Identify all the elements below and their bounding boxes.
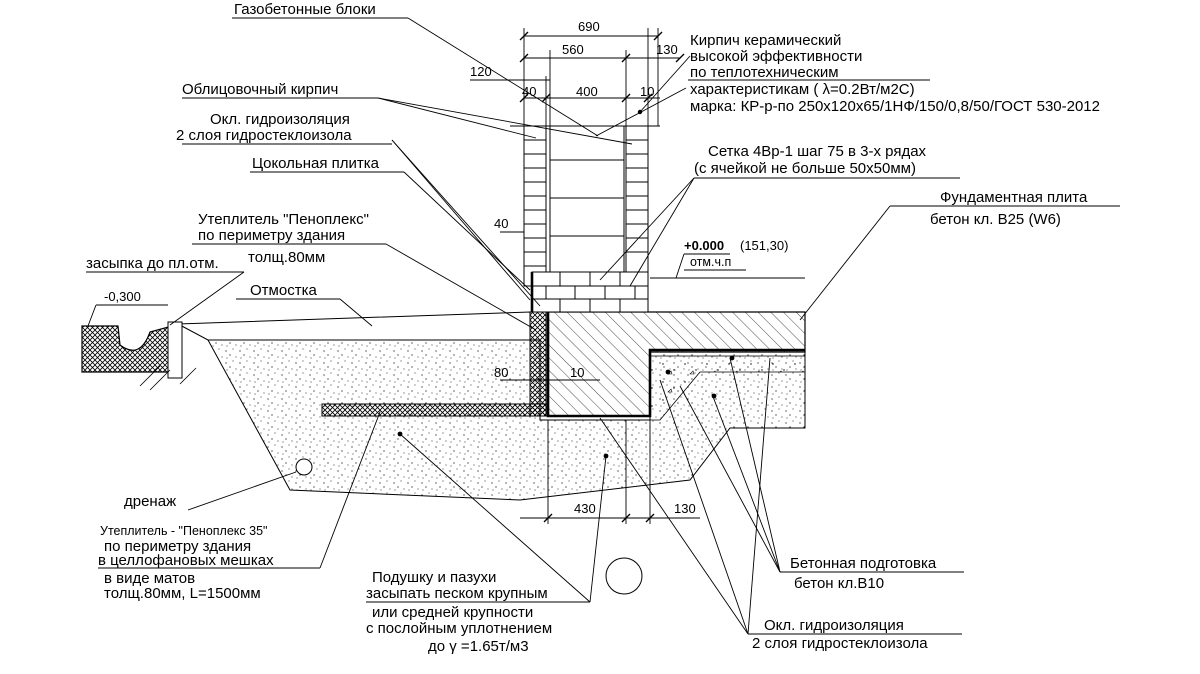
- label-level-zero: +0.000: [684, 238, 724, 253]
- label-gas-blocks: Газобетонные блоки: [234, 1, 376, 18]
- dim-130-bottom: 130: [674, 501, 696, 516]
- label-cushion-4: с послойным уплотнением: [366, 620, 552, 637]
- dim-80: 80: [494, 365, 508, 380]
- label-cushion-1: Подушку и пазухи: [372, 569, 496, 586]
- insulation-strip: [321, 403, 549, 417]
- label-concrete-prep-2: бетон кл.В10: [794, 575, 884, 592]
- label-concrete-prep-1: Бетонная подготовка: [790, 555, 937, 572]
- dimension-ticks: [519, 31, 685, 523]
- label-blind-area: Отмостка: [250, 282, 317, 299]
- label-drainage: дренаж: [124, 493, 176, 510]
- label-brick-ceramic-1: Кирпич керамический: [690, 32, 841, 49]
- label-mesh-1: Сетка 4Вр-1 шаг 75 в 3-х рядах: [708, 143, 927, 160]
- dim-560: 560: [562, 42, 584, 57]
- label-insul35-3: в целлофановых мешках: [98, 552, 274, 569]
- label-brick-ceramic-2: высокой эффективности: [690, 48, 862, 65]
- label-cushion-3: или средней крупности: [372, 604, 533, 621]
- label-waterproof-top-2: 2 слоя гидростеклоизола: [176, 127, 352, 144]
- dim-690: 690: [578, 19, 600, 34]
- label-insul35-4: в виде матов: [104, 570, 195, 587]
- dim-430: 430: [574, 501, 596, 516]
- dim-10-top: 10: [640, 84, 654, 99]
- label-insul-3: толщ.80мм: [248, 249, 325, 266]
- label-insul-2: по периметру здания: [198, 227, 345, 244]
- wall-section: [523, 125, 649, 313]
- label-found-plate-2: бетон кл. В25 (W6): [930, 211, 1061, 228]
- dim-40-side: 40: [494, 216, 508, 231]
- label-cushion-5: до γ =1.65т/м3: [428, 638, 529, 655]
- label-plinth-tile: Цокольная плитка: [252, 155, 380, 172]
- label-backfill: засыпка до пл.отм.: [86, 255, 219, 272]
- dim-400: 400: [576, 84, 598, 99]
- curb-stone: [81, 321, 183, 379]
- drain-pipe: [295, 458, 313, 476]
- dim-10-side: 10: [570, 365, 584, 380]
- label-found-plate-1: Фундаментная плита: [940, 189, 1088, 206]
- blind-area: [176, 311, 531, 341]
- leader-lines: [86, 17, 1120, 635]
- dim-130-top: 130: [656, 42, 678, 57]
- ground-hatch: [139, 365, 197, 391]
- dimension-lines: [470, 28, 700, 524]
- dim-120: 120: [470, 64, 492, 79]
- label-brick-ceramic-4: характеристикам ( λ=0.2Вт/м2С): [690, 81, 915, 98]
- label-cushion-2: засыпать песком крупным: [366, 585, 548, 602]
- leader-callout-circle: [605, 557, 643, 595]
- label-facing-brick: Облицовочный кирпич: [182, 81, 338, 98]
- label-insul35-1: Утеплитель - "Пеноплекс 35": [100, 524, 267, 538]
- label-brick-ceramic-5: марка: КР-р-по 250х120х65/1НФ/150/0,8/50…: [690, 98, 1100, 115]
- label-level-note: отм.ч.п: [690, 255, 731, 269]
- label-brick-ceramic-3: по теплотехническим: [690, 64, 839, 81]
- label-mesh-2: (с ячейкой не больше 50х50мм): [694, 160, 916, 177]
- leader-dots: [397, 109, 735, 459]
- label-waterproof-top-1: Окл. гидроизоляция: [210, 111, 350, 128]
- label-insul35-5: толщ.80мм, L=1500мм: [104, 585, 261, 602]
- label-level-abs: (151,30): [740, 238, 788, 253]
- label-insul-1: Утеплитель "Пеноплекс": [198, 211, 369, 228]
- label-level-minus: -0,300: [104, 289, 141, 304]
- label-waterproof-bot-1: Окл. гидроизоляция: [764, 617, 904, 634]
- label-waterproof-bot-2: 2 слоя гидростеклоизола: [752, 635, 928, 652]
- label-insul35-2: по периметру здания: [104, 538, 251, 555]
